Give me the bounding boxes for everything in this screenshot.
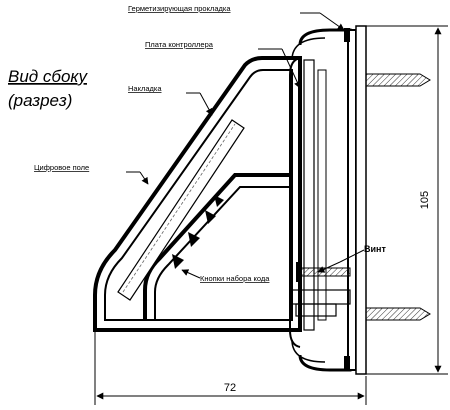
button-2 [188,232,200,247]
wall-anchors [365,73,431,321]
callout-digital-field [126,171,149,185]
callout-dial-buttons [181,269,201,279]
dimension-height-label: 105 [419,191,431,209]
dimension-height [366,25,448,375]
callout-seal-gasket [300,12,345,31]
dimension-width-label: 72 [224,382,236,394]
label-housing: Накладка [128,84,162,93]
label-seal-gasket: Герметизирующая прокладка [128,4,231,13]
label-dial-buttons: Кнопки набора кода [200,274,270,283]
controller-board [289,57,327,348]
label-digital-field: Цифровое поле [34,163,89,172]
title-line-2: (разрез) [8,91,72,110]
lower-latch [289,289,351,317]
callout-controller-board [258,48,301,89]
label-controller-board: Плата контроллера [145,40,214,49]
label-screw: Винт [364,244,386,254]
button-1 [205,210,216,224]
inner-cavity [143,173,292,320]
callout-screw [317,249,365,273]
housing-outline [93,56,302,332]
dial-buttons [172,195,224,269]
seal-gasket [344,25,367,375]
callout-housing [186,92,213,116]
dimension-width [94,332,367,405]
title-line-1: Вид сбоку [8,67,88,86]
button-4 [214,195,224,207]
digital-field [117,119,245,301]
button-3 [172,254,184,269]
